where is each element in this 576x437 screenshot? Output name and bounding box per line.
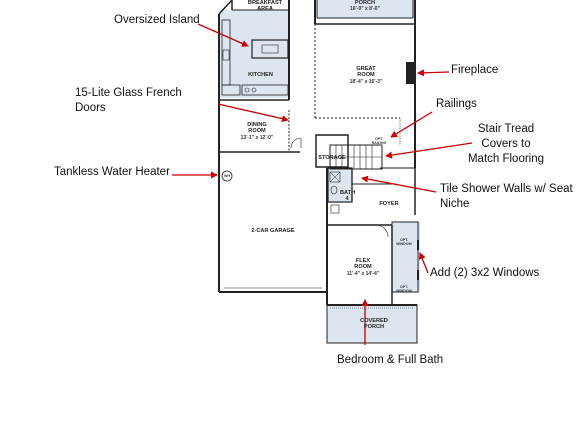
dining-line1: DINING	[247, 122, 267, 128]
great-room-label: GREAT ROOM 18'-4" x 16'-3"	[338, 66, 394, 85]
dining-label: DINING ROOM 13'-1" x 12'-0"	[234, 122, 280, 141]
arrow-island	[197, 23, 249, 47]
windows-highlight	[392, 222, 420, 292]
dining-line2: ROOM	[248, 128, 266, 135]
garage-label: 2-CAR GARAGE	[251, 228, 295, 234]
breakfast-label-line2: AREA	[257, 6, 273, 13]
callout-railings: Railings	[436, 98, 477, 110]
covered-porch-line1: COVERED	[360, 318, 388, 324]
opt-window-1-line1: OPT.	[400, 238, 408, 242]
callout-arrows	[172, 23, 473, 345]
arrow-railings	[390, 111, 433, 138]
callout-tile-shower-line2: Niche	[440, 198, 470, 210]
porch-top-highlight	[317, 0, 415, 18]
callout-stair-tread-line2: Covers to	[481, 138, 531, 150]
opt-window-2-line2: WINDOW	[396, 289, 412, 293]
arrow-stair-tread	[385, 142, 473, 159]
dining-dim: 13'-1" x 12'-0"	[240, 134, 274, 141]
water-heater-tag: WH	[224, 174, 230, 178]
flex-label: FLEX ROOM 11'-4" x 14'-4"	[338, 258, 388, 277]
opt-railing-line1: OPT.	[375, 137, 383, 141]
bath-line1: BATH	[340, 190, 356, 196]
flex-line1: FLEX	[355, 258, 371, 264]
covered-porch-highlight	[327, 305, 417, 343]
callout-tankless-water-heater: Tankless Water Heater	[54, 166, 170, 178]
flex-dim: 11'-4" x 14'-4"	[346, 270, 380, 277]
porch-top-name: PORCH	[354, 0, 376, 6]
great-room-dim: 18'-4" x 16'-3"	[349, 78, 383, 85]
opt-window-2-line1: OPT.	[400, 285, 408, 289]
callout-bedroom-full-bath: Bedroom & Full Bath	[337, 354, 444, 366]
callout-stair-tread-line3: Match Flooring	[467, 153, 545, 165]
highlight-regions	[220, 0, 420, 343]
callout-stair-tread: Stair Tread Covers to Match Flooring	[462, 122, 550, 167]
porch-top-label: PORCH 16'-0" x 8'-0"	[340, 0, 390, 12]
opt-window-1-line2: WINDOW	[396, 242, 412, 246]
callout-tile-shower-line1: Tile Shower Walls w/ Seat &	[440, 183, 576, 195]
bath-label: BATH 4	[340, 190, 356, 203]
callout-tile-shower: Tile Shower Walls w/ Seat & Niche	[440, 182, 576, 212]
walls	[218, 0, 419, 344]
opt-window-1-label: OPT. WINDOW	[395, 238, 413, 246]
great-room-line1: GREAT	[356, 66, 376, 72]
flex-line2: ROOM	[354, 264, 372, 271]
kitchen-label: KITCHEN	[248, 72, 273, 78]
kitchen-highlight	[220, 10, 288, 98]
porch-top-dim: 16'-0" x 8'-0"	[350, 6, 380, 13]
callout-french-doors-line1: 15-Lite Glass French	[75, 87, 182, 99]
callout-add-windows: Add (2) 3x2 Windows	[430, 267, 540, 279]
opt-railing-label: OPT. RAILING	[370, 137, 388, 145]
callout-french-doors: 15-Lite Glass French Doors	[75, 86, 182, 116]
breakfast-label: BREAKFAST AREA	[240, 0, 290, 13]
covered-porch-label: COVERED PORCH	[352, 318, 396, 331]
covered-porch-line2: PORCH	[363, 324, 385, 331]
callout-french-doors-line2: Doors	[75, 102, 106, 114]
callout-fireplace: Fireplace	[451, 64, 499, 76]
opt-window-2-label: OPT. WINDOW	[395, 285, 413, 293]
opt-railing-line2: RAILING	[371, 141, 387, 145]
bath-line2: 4	[345, 196, 349, 203]
callout-oversized-island: Oversized Island	[114, 14, 200, 26]
callout-stair-tread-line1: Stair Tread	[477, 123, 535, 135]
great-room-line2: ROOM	[357, 72, 375, 79]
storage-label: STORAGE	[318, 155, 346, 161]
arrow-tile-shower	[361, 175, 437, 193]
foyer-label: FOYER	[379, 201, 399, 207]
arrow-french-doors	[217, 103, 289, 123]
arrow-fireplace	[417, 69, 450, 77]
breakfast-label-line1: BREAKFAST	[247, 0, 283, 6]
arrow-windows	[418, 252, 429, 274]
